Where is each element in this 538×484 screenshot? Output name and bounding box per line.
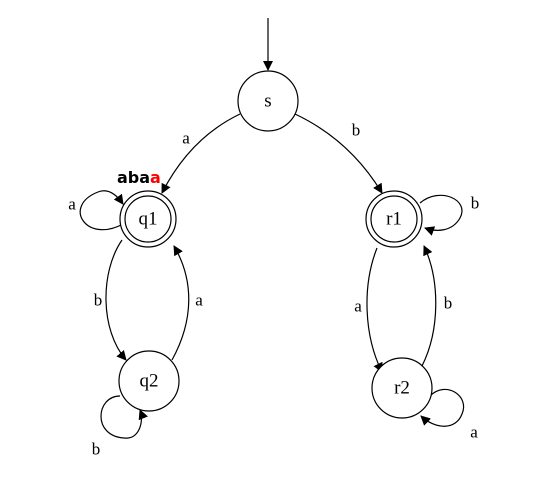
state-q1-label: q1 [139, 209, 158, 230]
edge-r1-self-label: b [471, 194, 480, 213]
input-current-symbol: a [150, 168, 161, 187]
edge-q2-self [100, 395, 148, 439]
input-trace: abaa [117, 168, 161, 187]
edge-r2-self-label: a [470, 423, 478, 442]
edge-r1-r2-label: a [354, 297, 362, 316]
edge-r2-self [420, 388, 465, 427]
edge-s-q1-label: a [182, 129, 190, 148]
edge-r1-self [419, 194, 463, 236]
edge-r2-r1-label: b [444, 294, 453, 313]
state-r1-label: r1 [386, 209, 402, 230]
edge-q1-self [79, 190, 124, 231]
edge-q1-q2 [105, 239, 127, 361]
edge-r2-r1 [421, 245, 437, 367]
state-r2-circle [371, 357, 433, 419]
state-r1-inner-circle [370, 195, 418, 243]
edge-s-q1 [161, 113, 241, 194]
edge-r1-r2 [366, 247, 383, 373]
state-q2-circle [118, 350, 180, 412]
edge-q2-q1-label: a [195, 291, 203, 310]
edge-q1-self-label: a [68, 195, 76, 214]
state-s-label: s [264, 91, 271, 112]
edge-q2-q1 [171, 245, 190, 361]
edge-s-r1-label: b [352, 121, 361, 140]
state-s-circle [237, 70, 299, 132]
input-consumed: aba [117, 168, 150, 187]
edge-q2-self-label: b [92, 440, 101, 459]
edge-q1-q2-label: b [94, 291, 103, 310]
edge-s-r1 [294, 113, 383, 194]
state-q2-label: q2 [140, 371, 159, 392]
state-q1-inner-circle [124, 195, 172, 243]
state-r2-label: r2 [394, 378, 410, 399]
